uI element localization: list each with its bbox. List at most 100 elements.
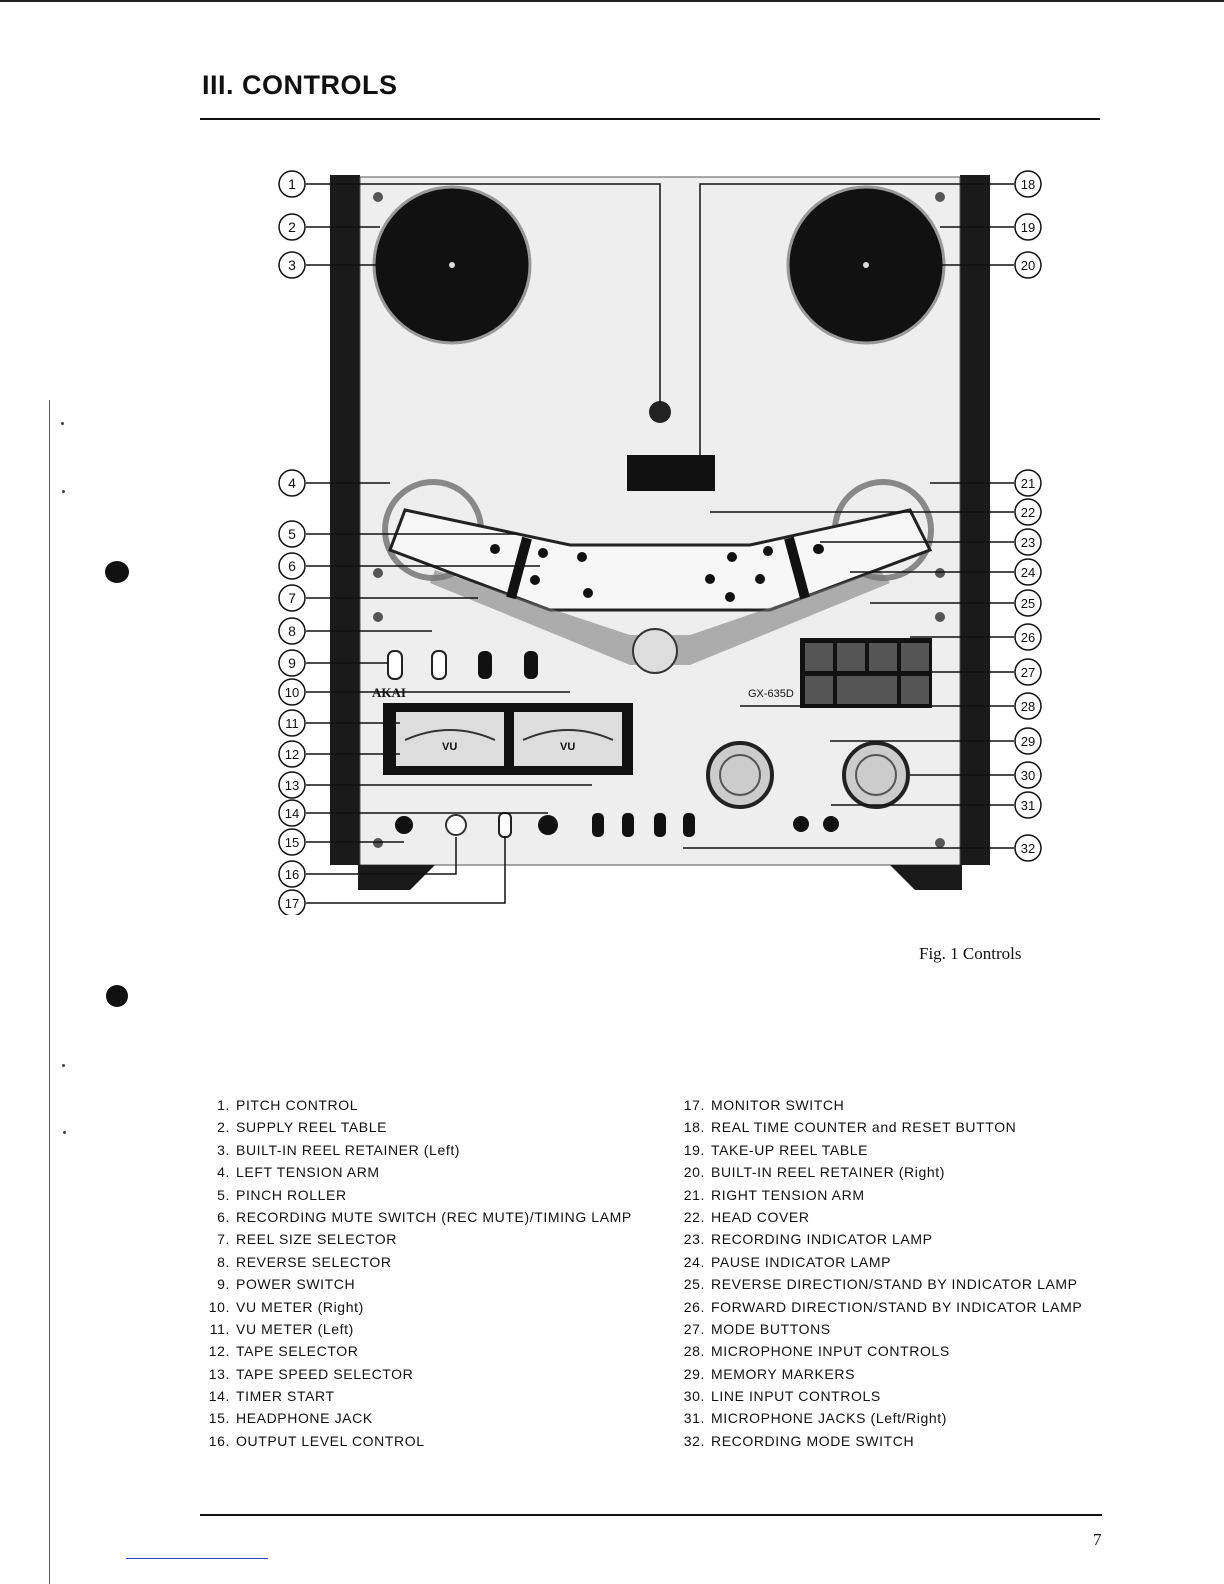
list-item: 12.TAPE SELECTOR xyxy=(208,1343,359,1360)
screw xyxy=(935,838,945,848)
callout-circle xyxy=(278,889,306,915)
list-item: 9.POWER SWITCH xyxy=(217,1276,356,1293)
callout-number: 13 xyxy=(285,778,299,793)
callout-number: 24 xyxy=(1021,565,1035,580)
mic-jack-left xyxy=(793,816,809,832)
list-item: 25.REVERSE DIRECTION/STAND BY INDICATOR … xyxy=(683,1276,1078,1293)
callout-circle xyxy=(278,740,306,768)
callout-circle xyxy=(278,520,306,548)
left-foot xyxy=(358,865,435,890)
mic-input-knob xyxy=(706,741,774,809)
callout-circle xyxy=(1014,170,1042,198)
screw xyxy=(935,568,945,578)
model-label: GX-635D xyxy=(748,688,794,700)
list-item: 17.MONITOR SWITCH xyxy=(683,1097,845,1113)
screw xyxy=(373,612,383,622)
output-level-knob xyxy=(445,814,467,836)
list-item: 26.FORWARD DIRECTION/STAND BY INDICATOR … xyxy=(683,1298,1083,1315)
list-item: 28.MICROPHONE INPUT CONTROLS xyxy=(683,1343,950,1360)
list-item: 24.PAUSE INDICATOR LAMP xyxy=(683,1253,892,1270)
callout-circle xyxy=(278,860,306,888)
list-item: 2.SUPPLY REEL TABLE xyxy=(217,1119,388,1136)
list-item: 14.TIMER START xyxy=(208,1388,335,1405)
callout-circle xyxy=(1014,251,1042,279)
rec-mode-switch-l xyxy=(654,813,666,837)
callout-number: 23 xyxy=(1021,535,1035,550)
mic-jack-right xyxy=(823,816,839,832)
callout-number: 18 xyxy=(1021,177,1035,192)
screw xyxy=(373,568,383,578)
screw xyxy=(935,612,945,622)
rec-mode-switch-r xyxy=(683,813,695,837)
callout-number: 31 xyxy=(1021,798,1035,813)
callout-circle xyxy=(278,552,306,580)
scan-speck xyxy=(61,422,64,425)
tape-selector xyxy=(622,813,634,837)
callout-number: 10 xyxy=(285,685,299,700)
callout-circle xyxy=(278,678,306,706)
callout-number: 26 xyxy=(1021,630,1035,645)
callout-number: 27 xyxy=(1021,665,1035,680)
callout-number: 5 xyxy=(288,526,296,542)
controls-list-right: 17.MONITOR SWITCH 18.REAL TIME COUNTER a… xyxy=(675,1097,1082,1455)
callout-circle xyxy=(1014,791,1042,819)
callout-number: 3 xyxy=(288,257,296,273)
pinch-roller xyxy=(506,536,532,600)
callout-number: 32 xyxy=(1021,841,1035,856)
callout-circle xyxy=(1014,623,1042,651)
list-item: 21.RIGHT TENSION ARM xyxy=(683,1186,865,1203)
callout-number: 15 xyxy=(285,835,299,850)
reverse-selector xyxy=(431,650,447,680)
callout-number: 29 xyxy=(1021,734,1035,749)
list-item: 23.RECORDING INDICATOR LAMP xyxy=(683,1231,933,1248)
callout-number: 6 xyxy=(288,558,296,574)
timer-start xyxy=(538,815,558,835)
callout-circle xyxy=(278,213,306,241)
callout-circle xyxy=(278,649,306,677)
scan-speck xyxy=(62,490,65,493)
margin-line xyxy=(49,400,50,1584)
controls-list-left: 1.PITCH CONTROL 2.SUPPLY REEL TABLE 3.BU… xyxy=(200,1097,632,1455)
callout-number: 19 xyxy=(1021,220,1035,235)
vu-meter-right xyxy=(514,712,622,766)
callout-number: 21 xyxy=(1021,476,1035,491)
bottom-rule xyxy=(200,1514,1102,1516)
callout-number: 12 xyxy=(285,747,299,762)
section-title: III. CONTROLS xyxy=(202,70,398,100)
callout-number: 17 xyxy=(285,896,299,911)
callout-number: 25 xyxy=(1021,596,1035,611)
controls-figure: AKAI GX-635D VU VU xyxy=(278,170,1042,915)
list-item: 4.LEFT TENSION ARM xyxy=(217,1164,380,1181)
list-item: 13.TAPE SPEED SELECTOR xyxy=(208,1365,414,1382)
callout-circle xyxy=(278,799,306,827)
callout-number: 11 xyxy=(285,716,299,731)
list-item: 22.HEAD COVER xyxy=(683,1208,810,1225)
list-item: 15.HEADPHONE JACK xyxy=(208,1410,373,1427)
callout-number: 30 xyxy=(1021,768,1035,783)
callout-circle xyxy=(278,170,306,198)
reel-size-selector xyxy=(478,651,492,679)
right-side-panel xyxy=(960,175,990,865)
callout-circle xyxy=(1014,658,1042,686)
list-item: 1.PITCH CONTROL xyxy=(217,1097,359,1113)
title-rule xyxy=(200,118,1100,120)
scan-blot xyxy=(106,985,128,1007)
top-border-line xyxy=(0,0,1224,2)
callout-circle xyxy=(1014,498,1042,526)
callout-number: 8 xyxy=(288,623,296,639)
list-item: 19.TAKE-UP REEL TABLE xyxy=(683,1141,869,1158)
list-item: 27.MODE BUTTONS xyxy=(683,1320,831,1337)
callout-circle xyxy=(278,617,306,645)
list-item: 16.OUTPUT LEVEL CONTROL xyxy=(208,1432,425,1449)
tape-speed-selector xyxy=(592,813,604,837)
callout-number: 16 xyxy=(285,867,299,882)
callout-circle xyxy=(278,469,306,497)
callout-circle xyxy=(1014,589,1042,617)
callout-circle xyxy=(1014,528,1042,556)
pitch-knob xyxy=(649,401,671,423)
line-input-knob xyxy=(842,741,910,809)
screw xyxy=(373,192,383,202)
list-item: 29.MEMORY MARKERS xyxy=(683,1365,856,1382)
